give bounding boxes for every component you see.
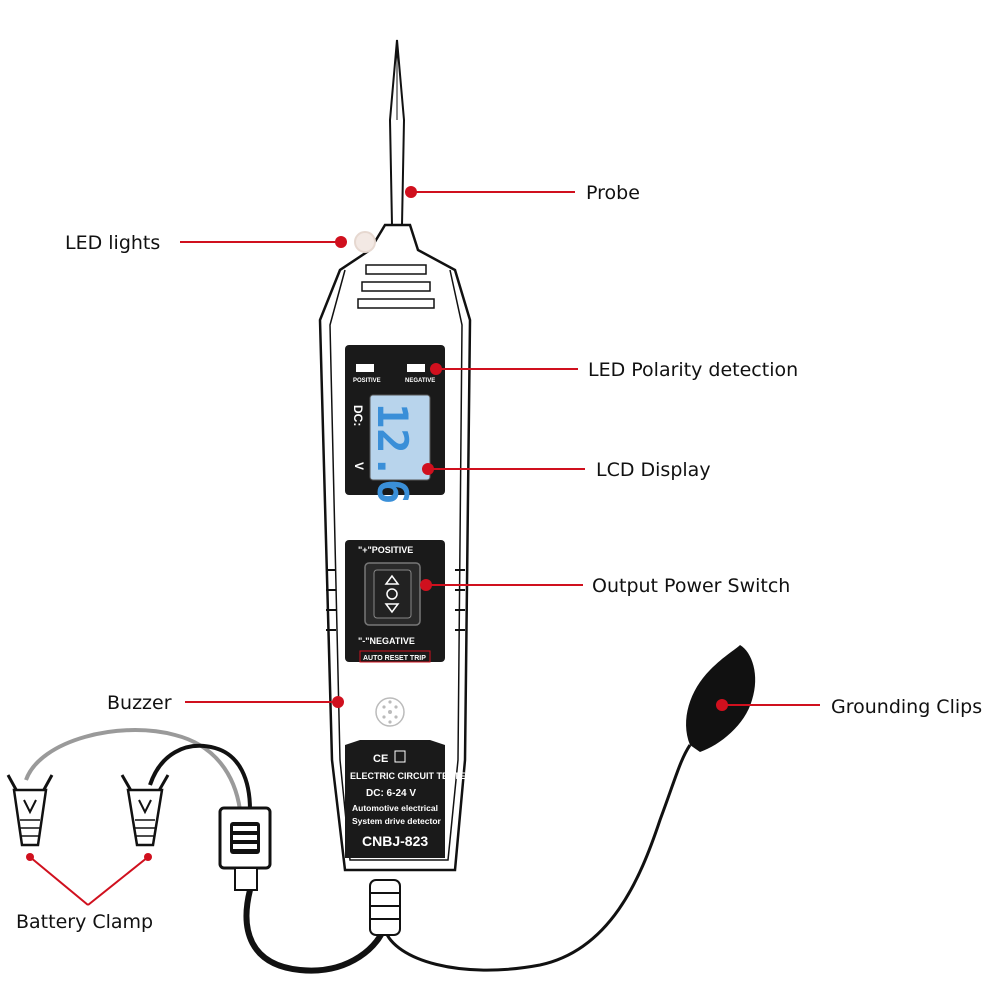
grounding-marker: [716, 699, 728, 711]
grounding-lead: [383, 744, 692, 972]
lcd-label: LCD Display: [596, 459, 711, 481]
battery-clamp-label: Battery Clamp: [16, 911, 153, 933]
buzzer-grille: [375, 697, 405, 727]
main-cable: [243, 889, 388, 974]
lcd-marker: [422, 463, 434, 475]
negative-led-label: NEGATIVE: [405, 378, 435, 384]
plate-desc-2: System drive detector: [352, 816, 442, 826]
polarity-marker: [430, 363, 442, 375]
arrow-down-icon: [384, 603, 400, 614]
polarity-label: LED Polarity detection: [588, 359, 798, 381]
clamp-left-marker: [26, 853, 34, 861]
negative-led-icon: [407, 364, 425, 372]
plate-desc-1: Automotive electrical: [352, 803, 438, 813]
plate-title: ELECTRIC CIRCUIT TESTER: [350, 771, 473, 781]
lcd-reading: 12.6: [368, 403, 417, 504]
off-circle-icon: [386, 588, 398, 600]
switch-positive-label: "+"POSITIVE: [358, 545, 413, 555]
display-panel: POSITIVE NEGATIVE DC: 12.6 V: [345, 345, 445, 504]
callouts: Probe LED lights LED Polarity detection …: [16, 182, 982, 933]
battery-plug: [218, 806, 272, 891]
grounding-label: Grounding Clips: [831, 696, 982, 718]
strain-relief: [369, 879, 401, 936]
lcd-unit: V: [352, 462, 366, 470]
dc-label: DC:: [351, 405, 365, 426]
weee-bin-icon: [394, 750, 406, 763]
buzzer-marker: [332, 696, 344, 708]
battery-lead-black: [148, 743, 252, 811]
battery-clamp-right: [120, 774, 170, 847]
positive-led-label: POSITIVE: [353, 378, 381, 384]
switch-label: Output Power Switch: [592, 575, 790, 597]
positive-led-icon: [356, 364, 374, 372]
spec-plate: CE ELECTRIC CIRCUIT TESTER DC: 6-24 V Au…: [345, 740, 473, 858]
lcd-screen: [369, 394, 431, 481]
clamp-right-marker: [144, 853, 152, 861]
switch-panel: "+"POSITIVE "-"NEGATIVE AUTO RESET TRIP: [345, 540, 445, 663]
led-lights-marker: [335, 236, 347, 248]
plate-model: CNBJ-823: [362, 833, 428, 849]
grounding-clip: [686, 645, 756, 752]
led-lights-label: LED lights: [65, 232, 160, 254]
switch-marker: [420, 579, 432, 591]
probe-tip: [388, 39, 406, 226]
probe-label: Probe: [586, 182, 640, 204]
auto-reset-label: AUTO RESET TRIP: [363, 655, 426, 662]
ce-mark: CE: [373, 753, 388, 765]
led-light: [354, 231, 376, 253]
probe-marker: [405, 186, 417, 198]
buzzer-label: Buzzer: [107, 692, 172, 714]
plate-voltage: DC: 6-24 V: [366, 788, 416, 799]
battery-clamp-left: [6, 774, 54, 847]
arrow-up-icon: [384, 574, 400, 585]
switch-negative-label: "-"NEGATIVE: [358, 636, 415, 646]
battery-lead-gray: [24, 728, 242, 811]
